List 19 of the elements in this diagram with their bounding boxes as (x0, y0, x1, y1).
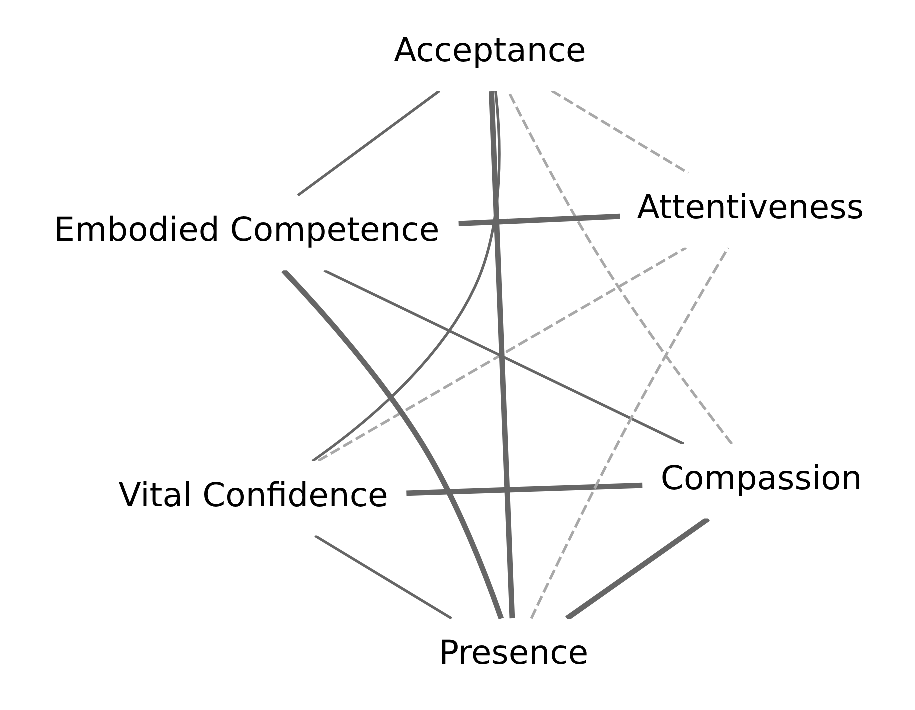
node-text: Acceptance (394, 30, 586, 70)
node-text: Compassion (660, 458, 862, 498)
node-text: Presence (438, 633, 588, 672)
node-text: Embodied Competence (54, 210, 440, 250)
connector (458, 214, 620, 227)
connector (406, 482, 642, 496)
connector (296, 90, 440, 197)
connector (565, 516, 710, 621)
connector (506, 90, 733, 445)
connector (488, 91, 515, 619)
connector (317, 246, 687, 462)
connector (281, 268, 504, 620)
node-text: Vital Confidence (118, 475, 388, 514)
connector (530, 247, 729, 620)
connector (314, 534, 452, 620)
connector (323, 270, 684, 446)
node-text: Attentiveness (636, 188, 864, 227)
connector (550, 90, 689, 174)
connector (311, 91, 500, 463)
